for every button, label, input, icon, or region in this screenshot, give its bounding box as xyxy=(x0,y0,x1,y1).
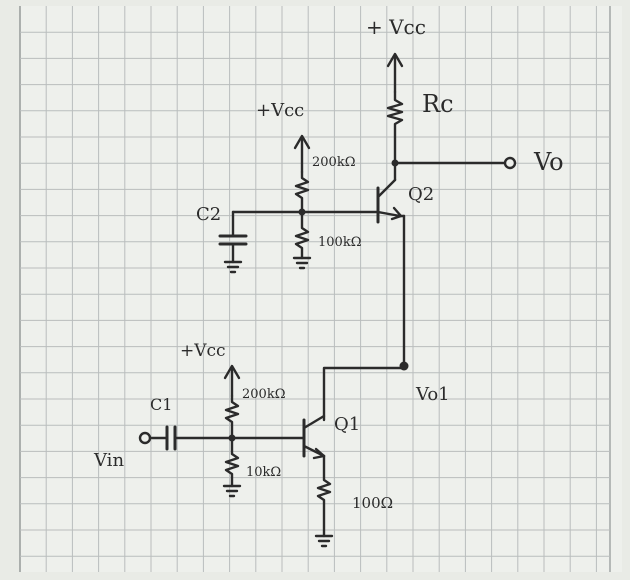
r100-resistor xyxy=(316,454,332,538)
vcc-top-arrow xyxy=(386,52,404,68)
q1-collector-wire xyxy=(322,366,406,422)
label-200k-bottom: 200kΩ xyxy=(242,387,285,402)
label-vo1: Vo1 xyxy=(415,384,450,405)
label-vcc-top: + Vcc xyxy=(366,15,426,39)
junction-vo xyxy=(391,159,399,167)
rc-resistor xyxy=(386,90,404,167)
vcc-bottom-arrow xyxy=(223,364,241,380)
label-q1: Q1 xyxy=(334,414,360,435)
r200k-bottom-resistor xyxy=(224,394,240,440)
label-100: 100Ω xyxy=(352,494,393,512)
label-c1: C1 xyxy=(150,395,172,414)
label-c2: C2 xyxy=(196,204,221,225)
junction-q2-base xyxy=(298,208,306,216)
label-100k: 100kΩ xyxy=(318,235,361,250)
vo-terminal xyxy=(503,156,517,170)
vin-terminal xyxy=(138,431,152,445)
q2-collector xyxy=(376,178,397,199)
r100k-resistor xyxy=(294,210,310,260)
q1-collector xyxy=(302,414,326,430)
junction-vo1 xyxy=(399,361,409,371)
circuit-wires xyxy=(138,52,517,548)
label-vo: Vo xyxy=(533,148,564,176)
label-rc: Rc xyxy=(422,90,454,118)
label-q2: Q2 xyxy=(408,184,434,205)
vcc-mid-arrow xyxy=(293,134,311,150)
label-vcc-bottom: +Vcc xyxy=(180,341,226,361)
grid-lines xyxy=(20,6,610,572)
q2-emitter xyxy=(376,210,402,218)
r10k-resistor xyxy=(224,436,240,488)
r200k-top-resistor xyxy=(294,170,310,214)
junction-q1-base xyxy=(228,434,236,442)
label-vin: Vin xyxy=(93,450,124,471)
label-200k-top: 200kΩ xyxy=(312,155,355,170)
label-vcc-mid: +Vcc xyxy=(256,100,304,121)
label-10k: 10kΩ xyxy=(246,465,281,480)
